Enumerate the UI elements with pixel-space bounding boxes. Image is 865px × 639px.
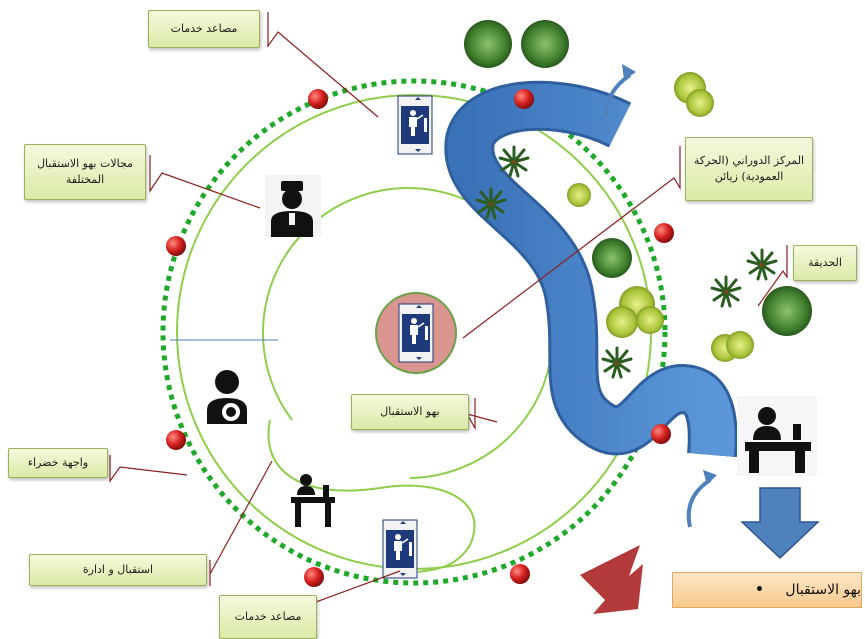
callout-service-elevators-top: مصاعد خدمات bbox=[148, 10, 260, 48]
elevator-icon bbox=[382, 519, 418, 579]
inner-path-curve bbox=[267, 419, 476, 573]
entrance-label: بهو الاستقبال bbox=[785, 582, 861, 598]
callout-reception-lobby: بهو الاستقبال bbox=[351, 394, 469, 430]
arrow-head-top bbox=[622, 64, 636, 80]
reception-desk-icon bbox=[737, 396, 817, 476]
callout-reception-lobbies: مجالات بهو الاستقبال المختلفة bbox=[24, 144, 146, 200]
river bbox=[447, 83, 735, 457]
callout-central-core: المركز الدوراني (الحركة العمودية) زيائن bbox=[685, 137, 813, 201]
outer-dotted-ring bbox=[160, 78, 668, 586]
entrance-arrow bbox=[580, 545, 643, 614]
leader-lines bbox=[109, 12, 788, 632]
entrance-label-box: بهو الاستقبال bbox=[672, 572, 862, 608]
reception-desk-icon bbox=[291, 474, 335, 527]
arrow-head-bottom bbox=[703, 470, 717, 485]
manager-icon bbox=[207, 370, 247, 424]
callout-garden: الحديقة bbox=[793, 245, 857, 281]
callout-green-facade: واجهة خضراء bbox=[8, 448, 108, 478]
callout-service-elevators-bottom: مصاعد خدمات bbox=[219, 595, 317, 639]
ring-nodes bbox=[166, 89, 674, 587]
callout-reception-admin: استقبال و ادارة bbox=[29, 554, 207, 586]
arrow-curved-bottom bbox=[686, 478, 712, 528]
bullet-dot bbox=[757, 586, 762, 591]
tree-icon bbox=[464, 20, 812, 362]
elevator-icon bbox=[397, 95, 433, 155]
elevator-icon bbox=[398, 303, 434, 363]
bellboy-icon bbox=[265, 175, 321, 237]
down-arrow bbox=[740, 487, 820, 560]
